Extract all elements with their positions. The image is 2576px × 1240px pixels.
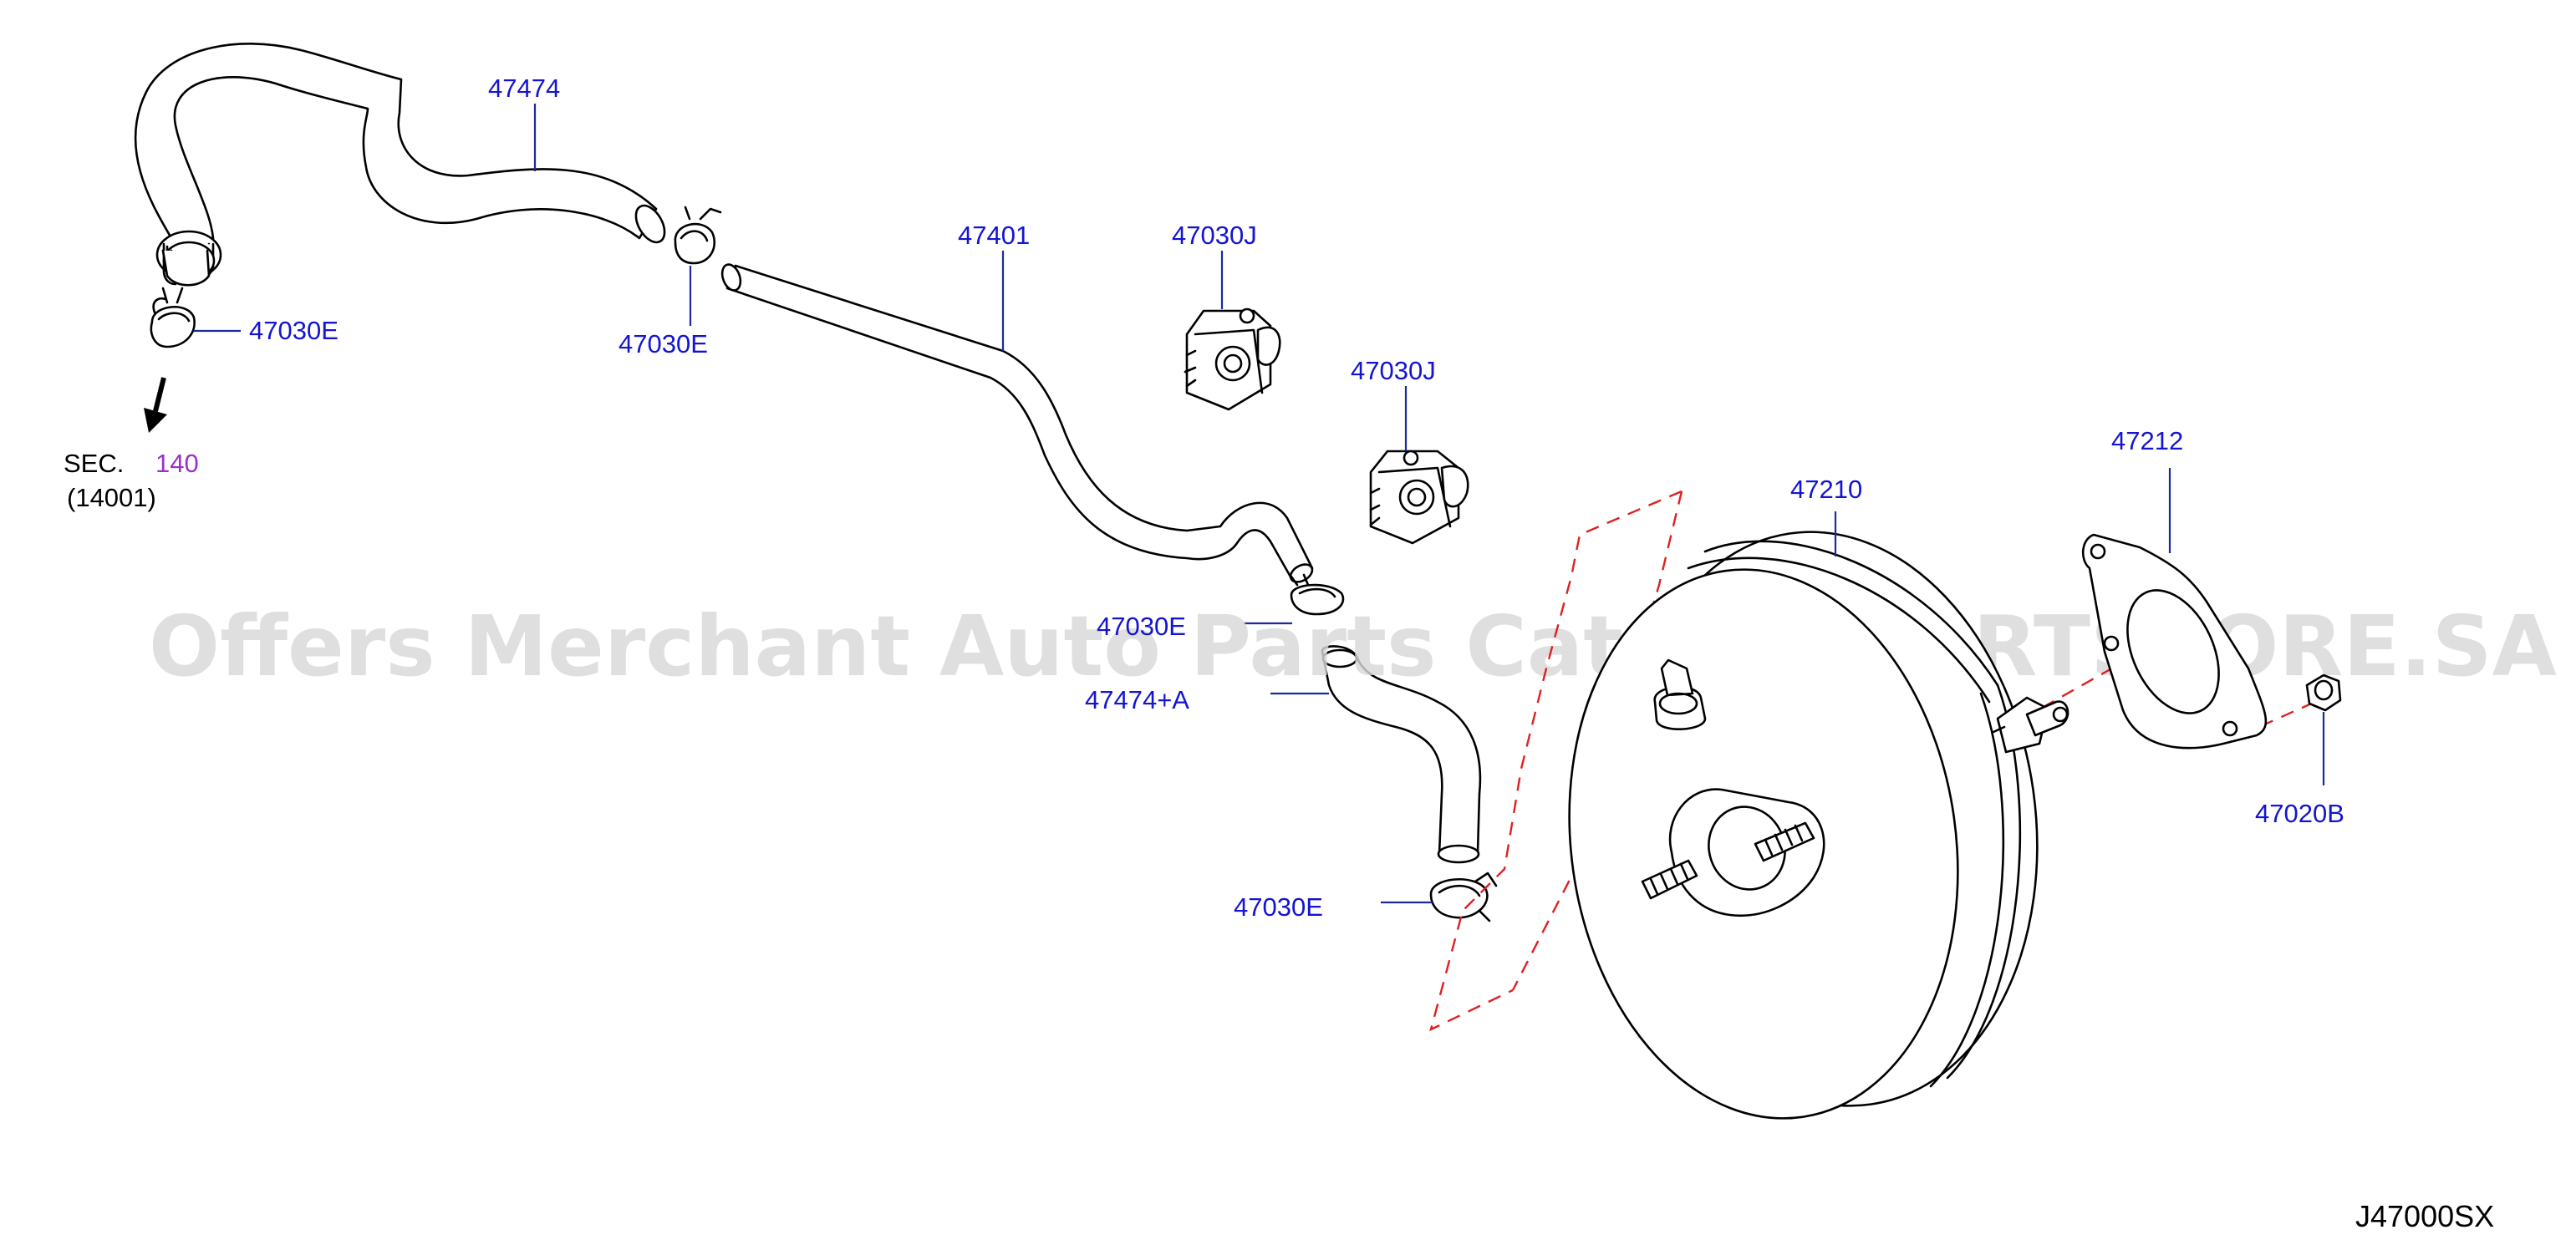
tube-47401[interactable] — [719, 262, 1315, 586]
label-clamp-left[interactable]: 47030E — [249, 316, 339, 345]
section-sub: (14001) — [67, 483, 156, 512]
label-tube[interactable]: 47401 — [958, 221, 1030, 250]
clamp-lower-a-47030E[interactable] — [1290, 573, 1345, 616]
hose-upper-end — [634, 204, 666, 244]
label-hose-upper[interactable]: 47474 — [488, 74, 560, 103]
section-arrow-icon — [144, 377, 167, 433]
label-clamp-lower-a[interactable]: 47030E — [1097, 612, 1186, 641]
check-valve-1-47030J[interactable] — [1184, 307, 1281, 411]
label-clamp-mid[interactable]: 47030E — [619, 329, 708, 358]
label-booster[interactable]: 47210 — [1790, 475, 1862, 504]
label-nut[interactable]: 47020B — [2255, 799, 2344, 828]
booster-47210[interactable] — [1535, 505, 2073, 1144]
gasket-47212[interactable] — [2082, 533, 2268, 750]
hose-upper-stub — [161, 249, 211, 287]
hose-upper-47474[interactable] — [134, 43, 658, 286]
clamp-mid-47030E[interactable] — [674, 206, 722, 265]
section-link-140[interactable]: 140 — [155, 449, 199, 478]
hose-lower-47474A[interactable] — [1321, 645, 1482, 864]
diagram-code: J47000SX — [2355, 1199, 2494, 1233]
section-prefix: SEC. — [64, 449, 124, 478]
label-clamp-lower-b[interactable]: 47030E — [1234, 892, 1323, 922]
label-check-valve-2[interactable]: 47030J — [1351, 356, 1436, 385]
clamp-lower-b-47030E[interactable] — [1429, 872, 1498, 922]
label-gasket[interactable]: 47212 — [2111, 426, 2183, 455]
label-hose-lower[interactable]: 47474+A — [1085, 685, 1189, 714]
clamp-left-47030E[interactable] — [150, 287, 196, 348]
label-check-valve-1[interactable]: 47030J — [1172, 221, 1257, 250]
nut-47020B[interactable] — [2305, 673, 2342, 712]
check-valve-2-47030J[interactable] — [1369, 450, 1469, 545]
